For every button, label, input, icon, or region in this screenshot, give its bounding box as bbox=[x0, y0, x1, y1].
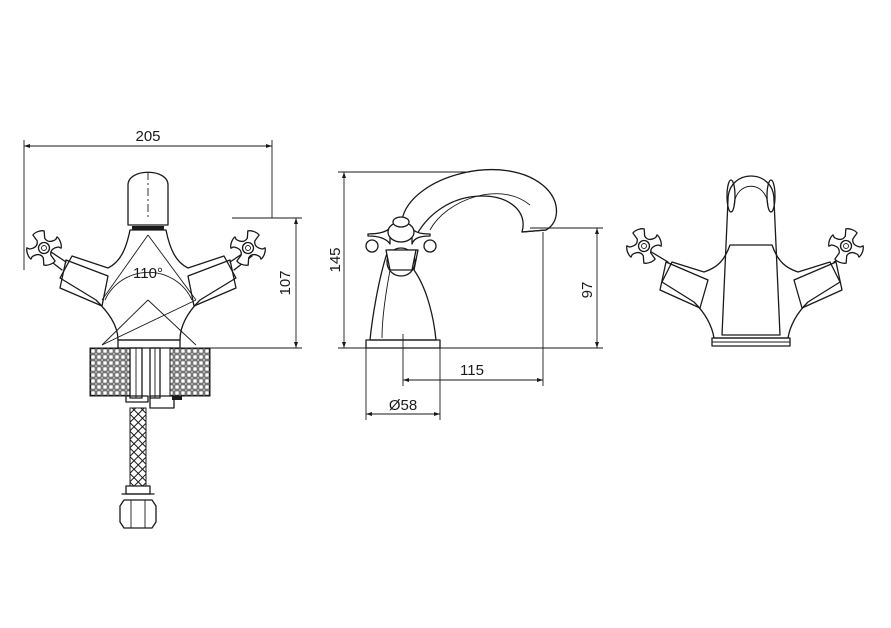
rear-left-crosshead-handle bbox=[620, 222, 669, 270]
front-body bbox=[59, 229, 237, 341]
left-crosshead-handle bbox=[20, 224, 68, 272]
dim-label-overall-width: 205 bbox=[135, 128, 160, 145]
dim-label-spout-height: 97 bbox=[579, 282, 596, 299]
rear-right-arm bbox=[793, 261, 843, 309]
front-view: 205 107 bbox=[20, 128, 302, 529]
rear-left-arm bbox=[659, 261, 709, 309]
dim-label-height-lever: 107 bbox=[277, 270, 294, 295]
dim-label-total-height: 145 bbox=[327, 247, 344, 272]
rear-right-crosshead-handle bbox=[822, 222, 870, 270]
front-left-arm bbox=[59, 259, 109, 307]
side-view: 145 97 115 Ø58 bbox=[327, 168, 603, 420]
hose-ferrule bbox=[125, 485, 151, 495]
dim-overall-width bbox=[23, 140, 273, 270]
front-aerator bbox=[132, 226, 164, 230]
hose-nut bbox=[119, 499, 157, 529]
dim-spout-height bbox=[440, 227, 603, 349]
rear-body bbox=[661, 244, 841, 339]
rear-view bbox=[620, 175, 870, 347]
side-spout bbox=[401, 168, 558, 241]
dim-label-angle: 110° bbox=[133, 265, 163, 282]
dim-spout-reach bbox=[402, 232, 544, 386]
front-spout bbox=[127, 171, 169, 226]
right-crosshead-handle bbox=[224, 224, 272, 272]
front-base bbox=[117, 339, 181, 349]
flexible-hose bbox=[129, 407, 147, 487]
worktop-right-block bbox=[169, 347, 211, 397]
dim-label-base-diameter: Ø58 bbox=[389, 397, 417, 414]
side-crosshead-handle bbox=[365, 216, 437, 277]
worktop-left-block bbox=[89, 347, 131, 397]
front-right-arm bbox=[187, 259, 237, 307]
side-base bbox=[365, 339, 441, 349]
angle-arc bbox=[104, 271, 193, 301]
dim-label-spout-reach: 115 bbox=[460, 362, 484, 379]
dim-base-diameter bbox=[365, 348, 441, 420]
rear-spout bbox=[721, 175, 781, 336]
